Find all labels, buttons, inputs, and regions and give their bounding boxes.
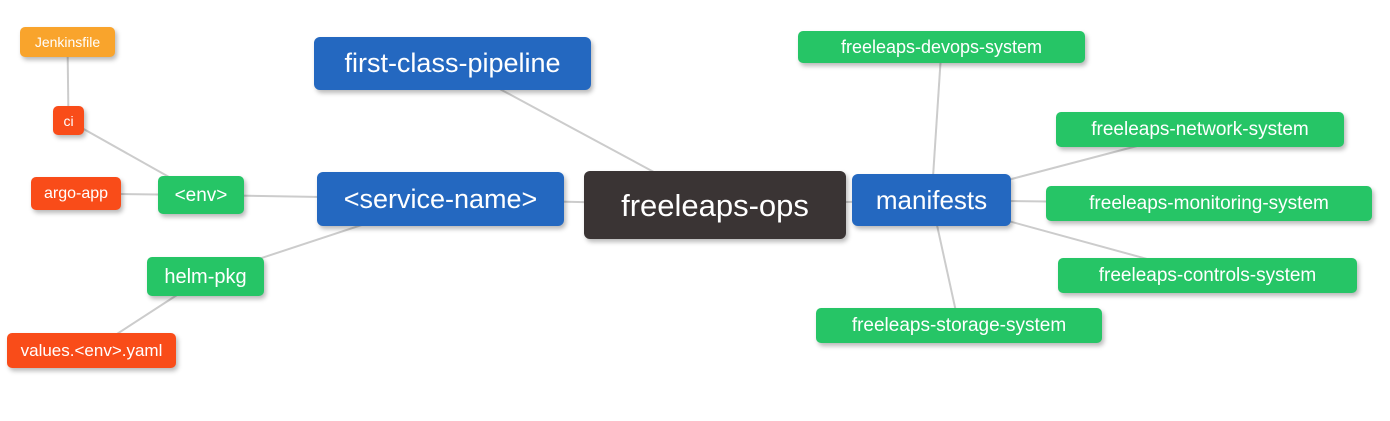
node-argo-app[interactable]: argo-app xyxy=(31,177,121,210)
node-env[interactable]: <env> xyxy=(158,176,244,214)
node-freeleaps-ops-root[interactable]: freeleaps-ops xyxy=(584,171,846,239)
node-values-env-yaml[interactable]: values.<env>.yaml xyxy=(7,333,176,368)
node-freeleaps-storage-system[interactable]: freeleaps-storage-system xyxy=(816,308,1102,343)
node-freeleaps-controls-system[interactable]: freeleaps-controls-system xyxy=(1058,258,1357,293)
node-freeleaps-network-system[interactable]: freeleaps-network-system xyxy=(1056,112,1344,147)
node-freeleaps-monitoring-system[interactable]: freeleaps-monitoring-system xyxy=(1046,186,1372,221)
node-helm-pkg[interactable]: helm-pkg xyxy=(147,257,264,296)
node-jenkinsfile[interactable]: Jenkinsfile xyxy=(20,27,115,57)
node-service-name[interactable]: <service-name> xyxy=(317,172,564,226)
node-ci[interactable]: ci xyxy=(53,106,84,135)
node-first-class-pipeline[interactable]: first-class-pipeline xyxy=(314,37,591,90)
node-manifests[interactable]: manifests xyxy=(852,174,1011,226)
node-freeleaps-devops-system[interactable]: freeleaps-devops-system xyxy=(798,31,1085,63)
